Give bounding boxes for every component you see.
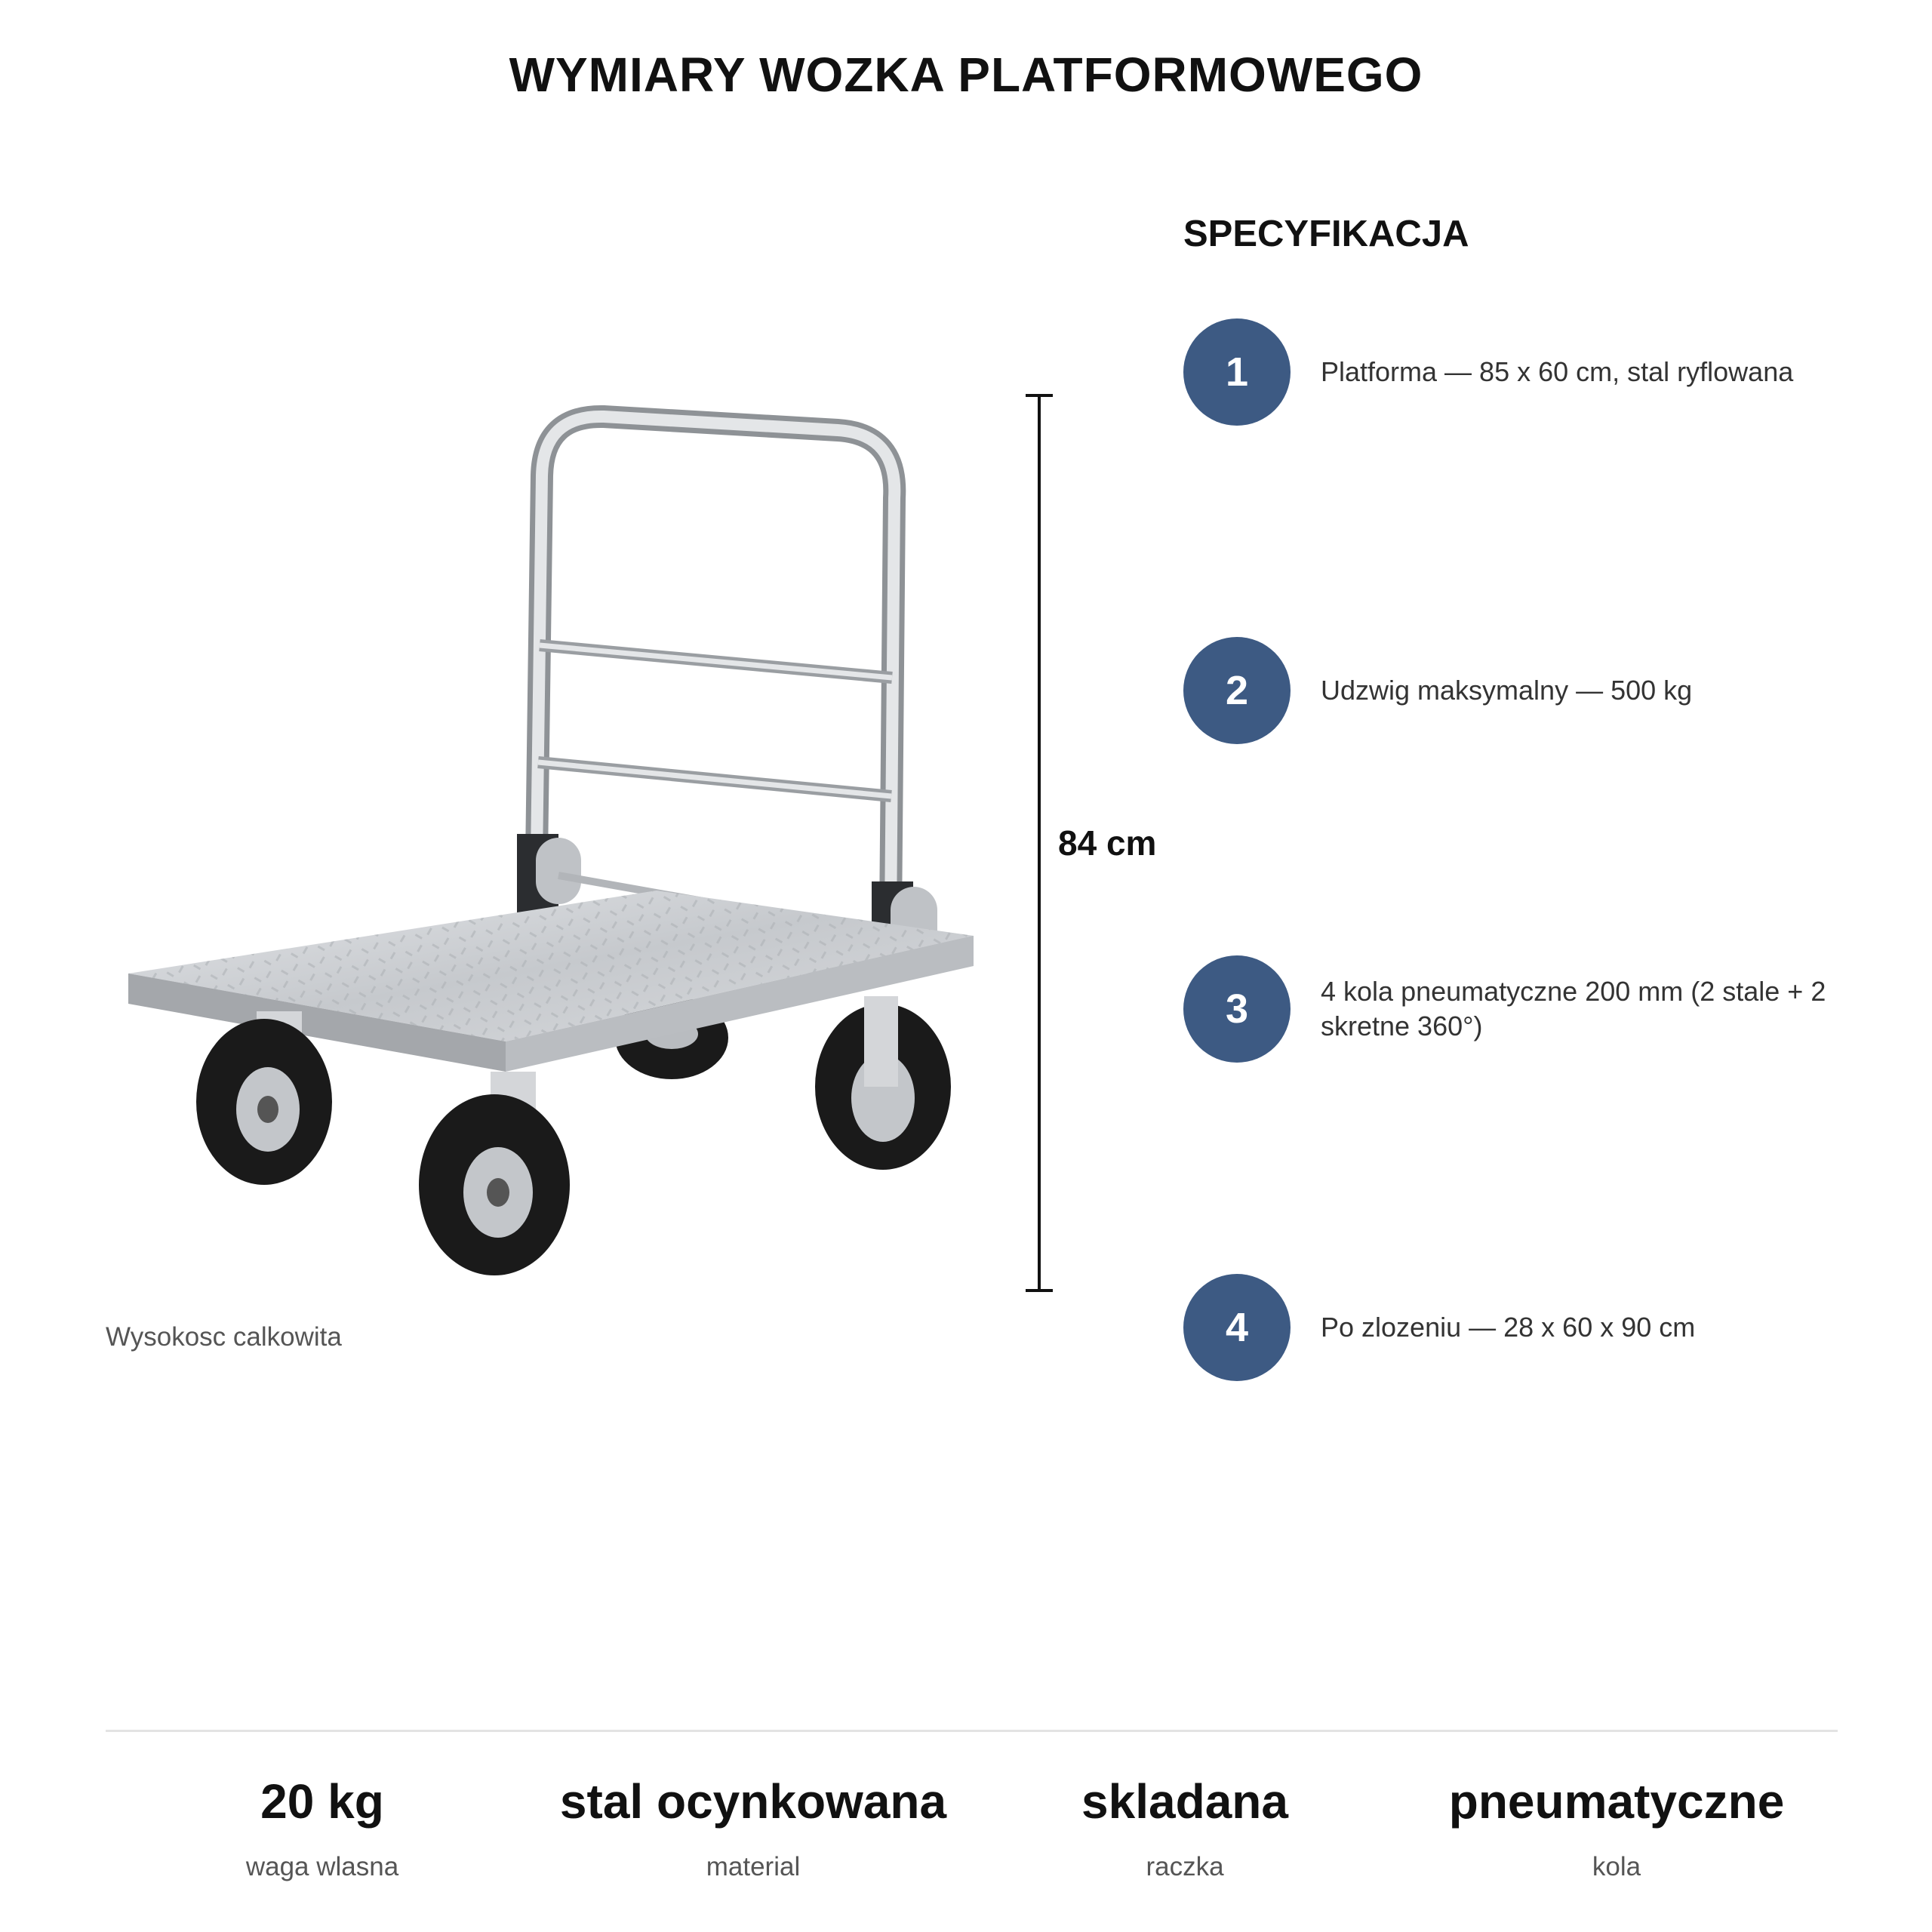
stat-wheels: pneumatyczne kola — [1405, 1774, 1828, 1882]
spec-item: 4 Po zlozeniu — 28 x 60 x 90 cm — [1183, 1274, 1900, 1381]
stat-material: stal ocynkowana material — [542, 1774, 964, 1882]
stat-weight: 20 kg waga wlasna — [111, 1774, 534, 1882]
height-dimension-line — [1038, 394, 1041, 1292]
page-title: WYMIARY WOZKA PLATFORMOWEGO — [509, 48, 1423, 102]
stat-label: kola — [1592, 1852, 1641, 1881]
spec-item: 2 Udzwig maksymalny — 500 kg — [1183, 637, 1900, 744]
stat-value: stal ocynkowana — [559, 1774, 947, 1829]
number-badge: 4 — [1183, 1274, 1291, 1381]
number-badge: 2 — [1183, 637, 1291, 744]
spec-text: Platforma — 85 x 60 cm, stal ryflowana — [1321, 356, 1794, 387]
spec-text: Udzwig maksymalny — 500 kg — [1321, 675, 1693, 706]
cart-platform — [128, 891, 974, 1072]
number-badge: 1 — [1183, 318, 1291, 426]
platform-cart-illustration — [128, 405, 974, 1275]
spec-item: 3 4 kola pneumatyczne 200 mm (2 stale + … — [1183, 955, 1900, 1063]
stat-handle: skladana raczka — [974, 1774, 1396, 1882]
height-dimension-label: 84 cm — [1058, 823, 1157, 863]
stat-value: 20 kg — [260, 1774, 384, 1829]
stat-value: pneumatyczne — [1448, 1774, 1785, 1829]
spec-text: Po zlozeniu — 28 x 60 x 90 cm — [1321, 1312, 1696, 1343]
spec-item: 1 Platforma — 85 x 60 cm, stal ryflowana — [1183, 318, 1900, 426]
image-caption: Wysokosc calkowita — [106, 1322, 342, 1352]
stat-value: skladana — [1081, 1774, 1288, 1829]
number-badge: 3 — [1183, 955, 1291, 1063]
cart-handle — [525, 405, 906, 932]
section-divider — [106, 1730, 1838, 1732]
stat-label: raczka — [1146, 1852, 1224, 1881]
dimension-bottom-cap — [1026, 1289, 1053, 1292]
spec-heading: SPECYFIKACJA — [1183, 214, 1469, 254]
front-wheels — [196, 1011, 570, 1275]
stat-label: waga wlasna — [245, 1852, 399, 1881]
spec-text: 4 kola pneumatyczne 200 mm (2 stale + 2 … — [1321, 976, 1826, 1041]
stat-label: material — [706, 1852, 801, 1881]
